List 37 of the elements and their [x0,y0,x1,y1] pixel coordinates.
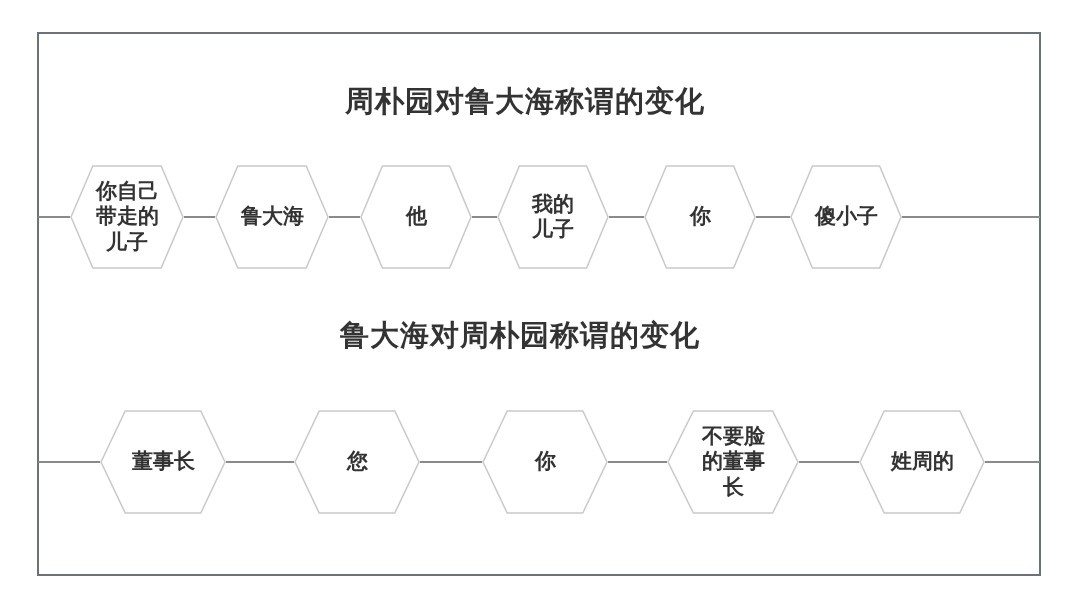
hexagon-node [497,165,609,269]
node-label: 你 [688,204,712,230]
hexagon-node [100,410,226,514]
hexagon-node [644,165,756,269]
connector-line [607,461,668,463]
connector-line [984,461,1041,463]
connector-line [901,216,1041,218]
connector-line [37,216,71,218]
connector-line [183,216,216,218]
connector-line [755,216,791,218]
hexagon-node [70,165,184,269]
connector-line [37,461,101,463]
connector-line [471,216,498,218]
connector-line [608,216,645,218]
node-label: 你自己带走的儿子 [94,179,160,255]
hexagon-node [482,410,608,514]
connector-line [328,216,361,218]
hexagon-node [667,410,799,514]
connector-line [798,461,860,463]
node-label: 董事长 [130,449,196,475]
hexagon-node [215,165,329,269]
section-heading: 鲁大海对周朴园称谓的变化 [339,317,701,354]
hexagon-node [790,165,902,269]
node-label: 你 [533,449,557,475]
node-label: 我的儿子 [530,191,575,243]
node-label: 您 [345,449,369,475]
hexagon-node [360,165,472,269]
node-label: 傻小子 [813,204,879,230]
node-label: 姓周的 [889,449,955,475]
node-label: 鲁大海 [239,204,305,230]
diagram-title: 周朴园对鲁大海称谓的变化 [344,83,706,120]
node-label: 不要脸的董事长 [700,424,766,500]
connector-line [225,461,295,463]
node-label: 他 [404,204,428,230]
hexagon-node [859,410,985,514]
connector-line [419,461,483,463]
hexagon-node [294,410,420,514]
